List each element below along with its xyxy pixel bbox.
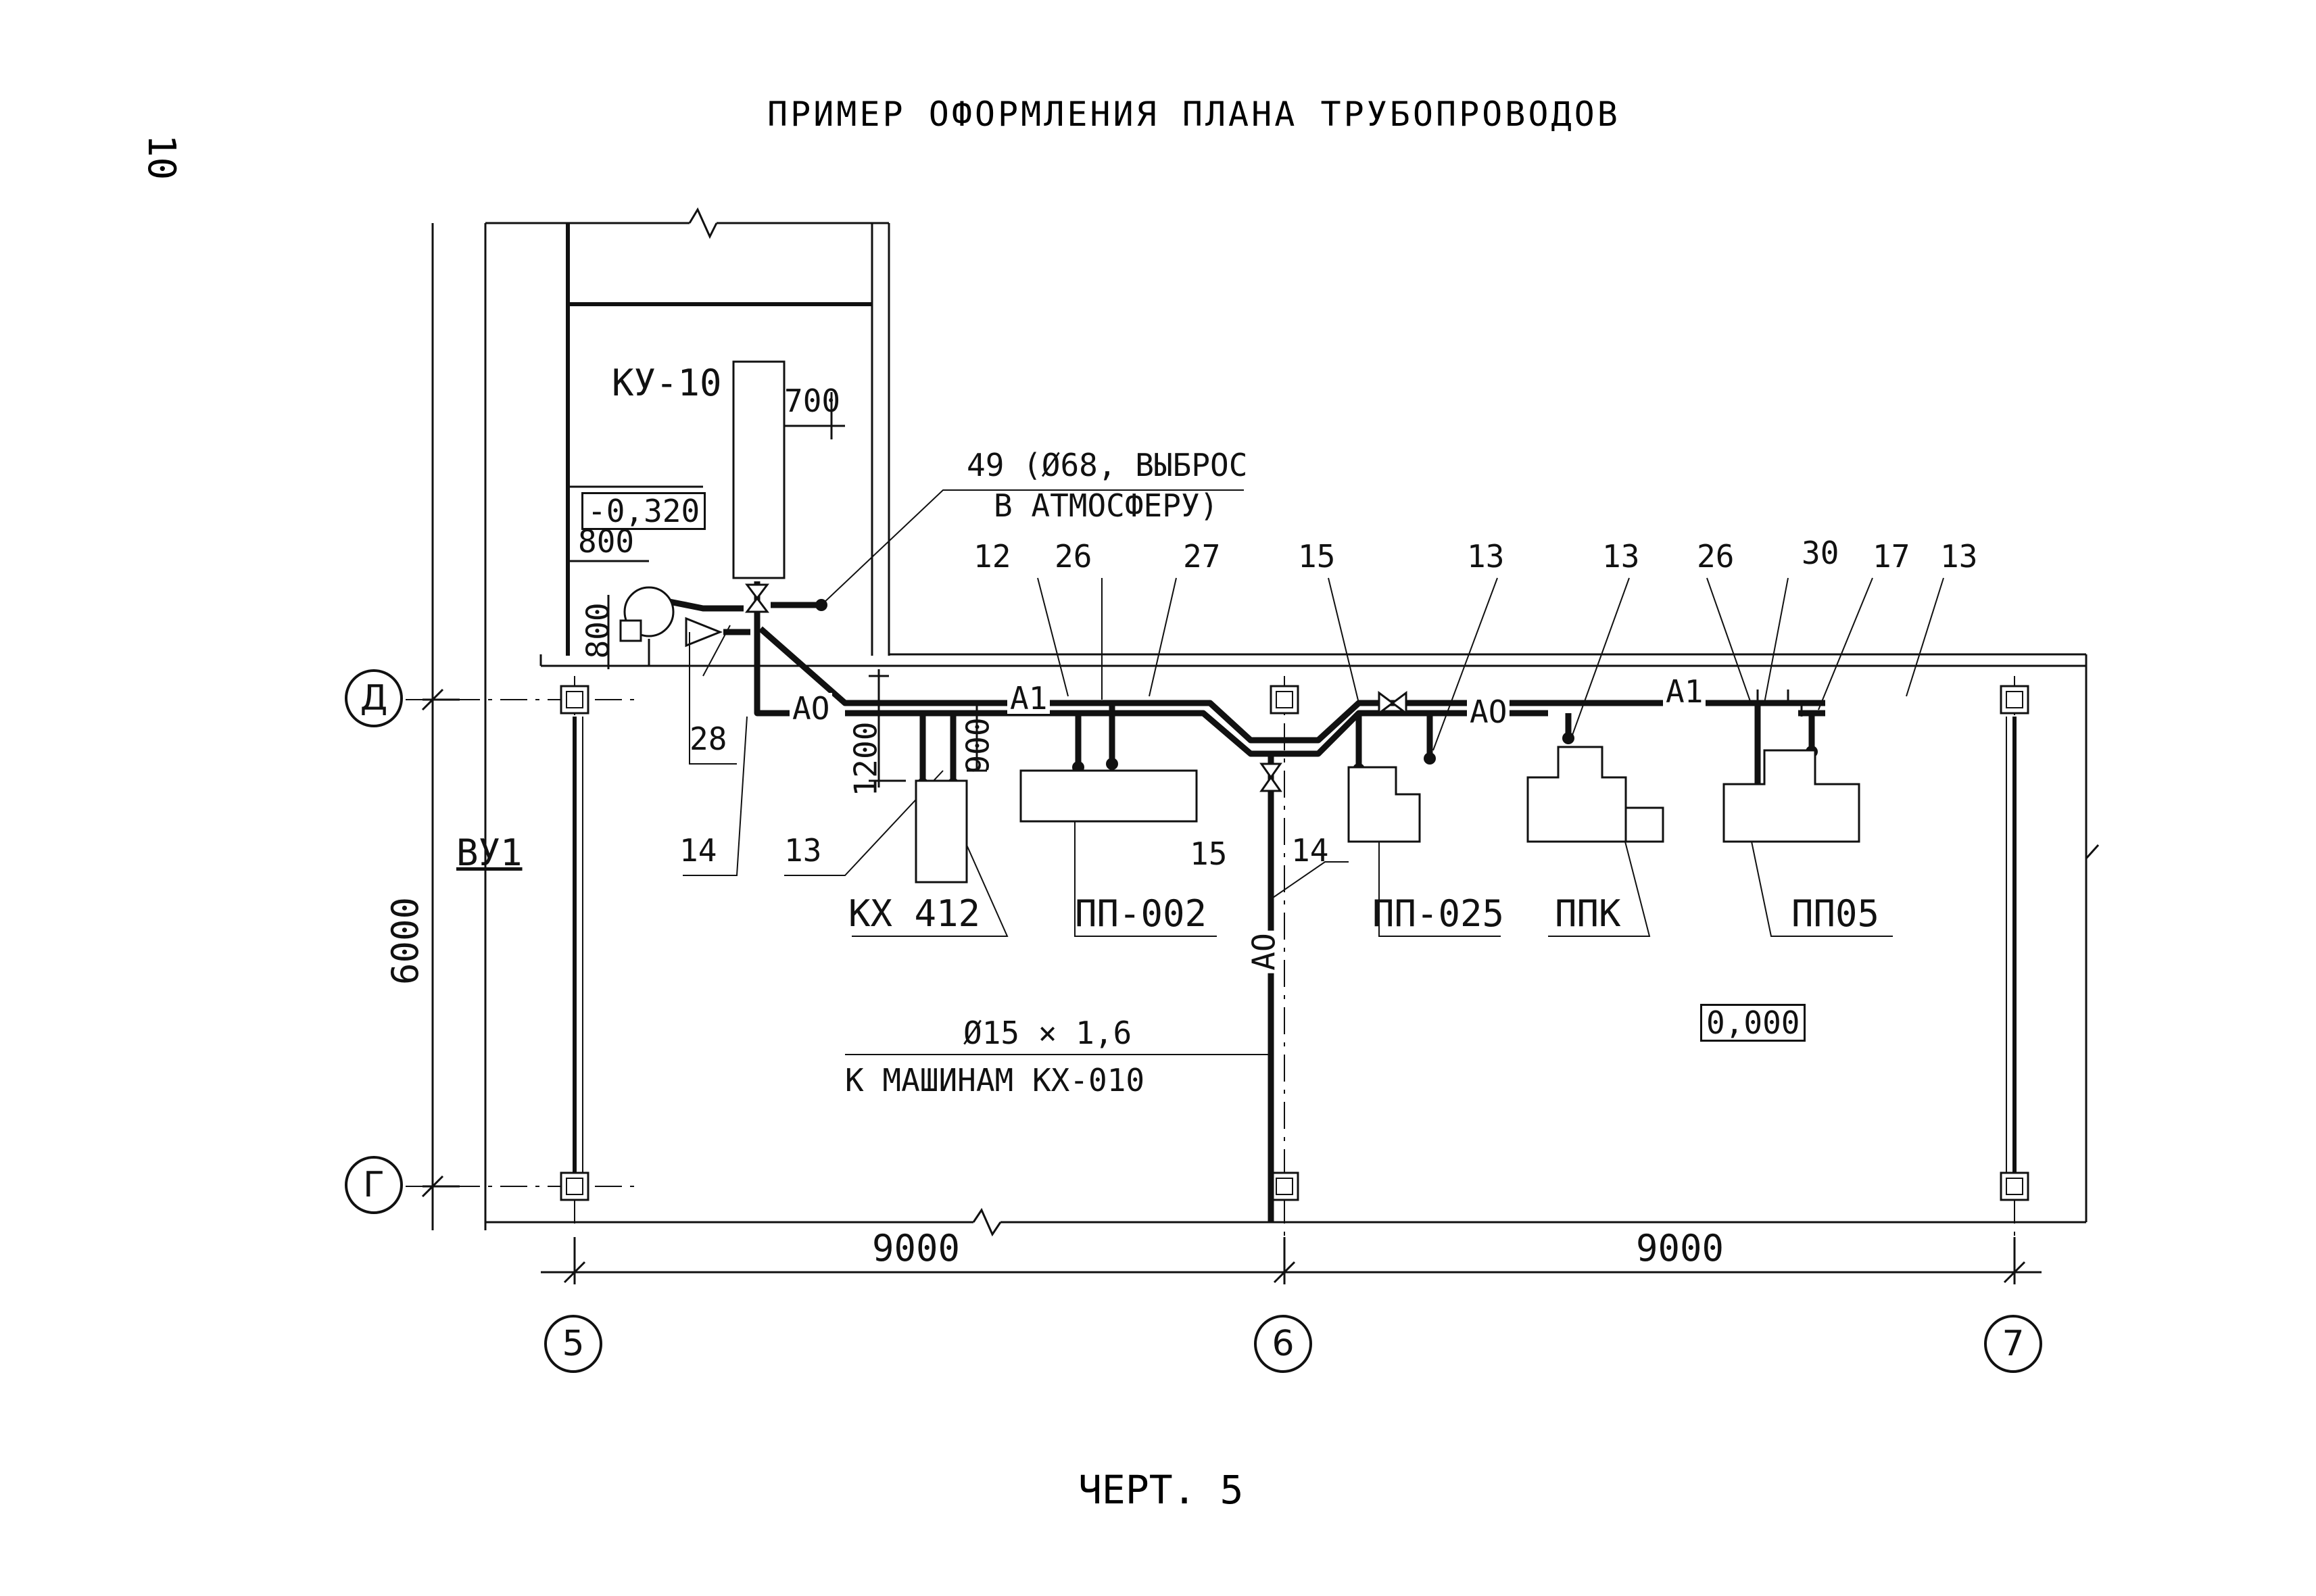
leader-13-a: 13 xyxy=(1467,538,1505,575)
equipment-label-ku10: КУ-10 xyxy=(612,362,722,404)
dim-pump-v: 800 xyxy=(579,602,617,659)
leader-15-a: 15 xyxy=(1298,538,1336,575)
dimension-lines xyxy=(421,392,2042,1284)
valves xyxy=(745,583,1803,792)
leader-15-b: 15 xyxy=(1190,836,1228,872)
equipment-label-pp05: ПП05 xyxy=(1791,892,1880,935)
leader-14-a: 14 xyxy=(679,832,717,869)
leader-12: 12 xyxy=(973,538,1011,575)
axis-label-6: 6 xyxy=(1272,1324,1295,1364)
pump-unit xyxy=(619,586,723,666)
leader-lines xyxy=(683,489,1944,1055)
vent-note-line2: в атмосферу) xyxy=(994,487,1219,524)
dim-branch-900: 900 xyxy=(959,717,996,774)
dim-branch-1200: 1200 xyxy=(847,721,884,797)
dim-span-5-6: 9000 xyxy=(872,1227,961,1269)
leader-27: 27 xyxy=(1183,538,1221,575)
equipment-kx412-body xyxy=(915,779,968,884)
branch-note-line2: к машинам КХ-010 xyxy=(845,1062,1145,1098)
dim-height: 6000 xyxy=(384,896,427,986)
equipment-outlines xyxy=(732,360,1860,884)
vent-note-line1: 49 (Ø68, выброс xyxy=(967,447,1248,483)
leader-14-b: 14 xyxy=(1291,832,1329,869)
equipment-label-ppk: ППК xyxy=(1555,892,1621,935)
pipe-code-a0-2: АО xyxy=(1467,696,1510,727)
pipelines xyxy=(669,581,1825,1222)
leader-28: 28 xyxy=(690,721,727,757)
leader-17: 17 xyxy=(1873,538,1910,575)
leader-13-c: 13 xyxy=(1940,538,1978,575)
axis-label-5: 5 xyxy=(562,1324,585,1364)
axis-bubble-row-g: Г xyxy=(345,1156,403,1214)
equipment-label-pp025: ПП-025 xyxy=(1372,892,1505,935)
pipe-code-a1-1: А1 xyxy=(1007,683,1051,714)
axis-bubble-col-5: 5 xyxy=(544,1315,602,1373)
drawing-title: Пример оформления плана трубопроводов xyxy=(767,95,1620,134)
axis-bubble-row-d: Д xyxy=(345,669,403,727)
dim-span-6-7: 9000 xyxy=(1636,1227,1724,1269)
pipe-code-a1-2: А1 xyxy=(1663,676,1706,707)
leader-26-a: 26 xyxy=(1055,538,1092,575)
axis-label-7: 7 xyxy=(2002,1324,2025,1364)
branch-note-line1: Ø15 × 1,6 xyxy=(963,1015,1132,1051)
axis-label-g: Г xyxy=(363,1165,385,1205)
axis-bubble-col-7: 7 xyxy=(1984,1315,2042,1373)
leader-13-d: 13 xyxy=(784,832,822,869)
equipment-label-kx412: КХ 412 xyxy=(848,892,981,935)
dim-ku10-offset: 700 xyxy=(784,383,841,419)
axis-bubble-col-6: 6 xyxy=(1254,1315,1312,1373)
dim-pump-h: 800 xyxy=(578,523,635,560)
building-walls xyxy=(431,207,2100,1237)
level-mark-floor: 0,000 xyxy=(1700,1004,1806,1042)
column-blocks xyxy=(560,685,2029,1201)
drawing-caption: Черт. 5 xyxy=(1078,1467,1244,1513)
leader-30: 30 xyxy=(1802,535,1839,571)
axis-lines xyxy=(406,676,2017,1237)
pipe-code-a0-3: АО xyxy=(1246,930,1282,973)
equipment-tag-vu1: ВУ1 xyxy=(456,831,523,874)
level-mark-upper: -0,320 xyxy=(581,492,706,530)
leader-13-b: 13 xyxy=(1602,538,1640,575)
page-number: 10 xyxy=(139,134,184,180)
axis-label-d: Д xyxy=(360,678,388,719)
equipment-label-pp002: ПП-002 xyxy=(1075,892,1207,935)
pipe-code-a0-1: АО xyxy=(790,693,833,724)
leader-26-b: 26 xyxy=(1697,538,1735,575)
